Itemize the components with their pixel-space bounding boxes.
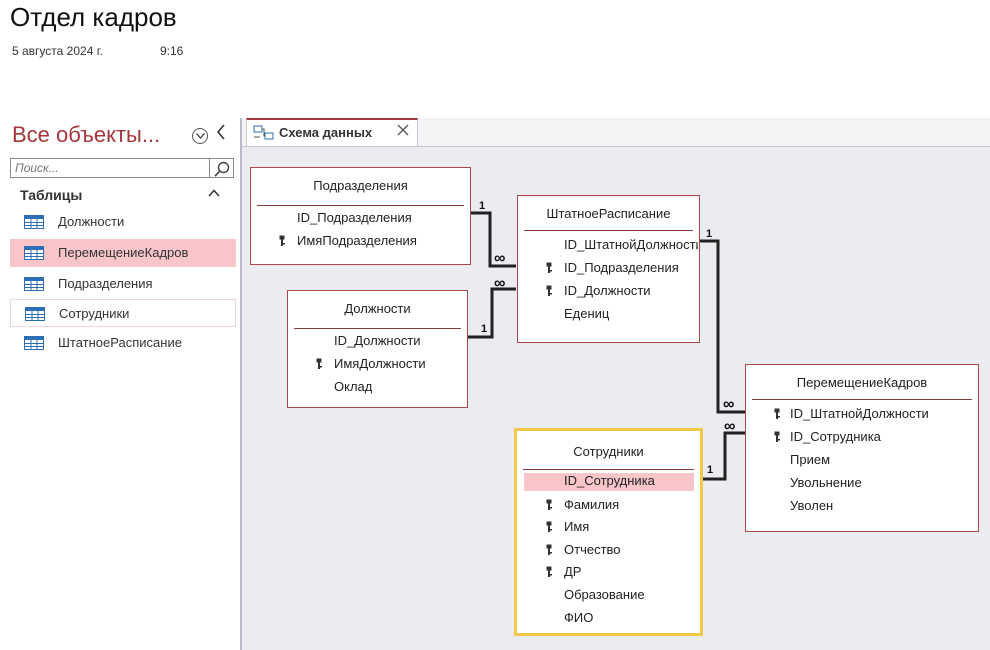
table-icon <box>24 277 44 291</box>
key-icon <box>546 566 552 577</box>
chevron-up-icon[interactable] <box>208 186 220 200</box>
field-row[interactable]: ID_Подразделения <box>297 210 412 225</box>
nav-search-button[interactable] <box>210 158 234 178</box>
nav-search-input[interactable] <box>10 158 210 178</box>
table-dolzhnosti[interactable]: Должности ID_Должности ИмяДолжности Окла… <box>287 290 468 408</box>
nav-item-label: ШтатноеРасписание <box>58 335 182 350</box>
nav-header[interactable]: Все объекты... <box>12 122 161 147</box>
field-row[interactable]: ДР <box>564 564 582 579</box>
key-icon <box>546 499 552 510</box>
nav-item-dolzhnosti[interactable]: Должности <box>10 208 236 236</box>
field-row[interactable]: Прием <box>790 452 831 467</box>
field-row-selected[interactable]: ID_Сотрудника <box>524 473 694 491</box>
key-icon <box>774 431 780 442</box>
document-title: Отдел кадров <box>10 2 177 32</box>
relationship-one-label: 1 <box>481 323 488 335</box>
field-row[interactable]: Фамилия <box>564 497 620 512</box>
field-row[interactable]: ФИО <box>564 610 594 625</box>
close-tab-button[interactable] <box>397 123 409 140</box>
nav-item-sotrudniki[interactable]: Сотрудники <box>10 299 236 327</box>
table-icon <box>24 246 44 260</box>
relationship-many-label: ∞ <box>494 250 506 267</box>
key-icon <box>279 235 285 246</box>
table-title: ШтатноеРасписание <box>546 206 671 221</box>
table-peremeshchenie[interactable]: ПеремещениеКадров ID_ШтатнойДолжности ID… <box>745 364 979 532</box>
table-icon <box>24 336 44 350</box>
nav-item-label: Сотрудники <box>59 306 130 321</box>
table-title-divider <box>524 230 693 231</box>
nav-menu-dropdown-button[interactable] <box>192 128 208 144</box>
table-icon <box>24 215 44 229</box>
table-icon <box>25 307 45 321</box>
key-icon <box>316 358 322 369</box>
close-icon <box>397 124 409 136</box>
field-row[interactable]: ID_Сотрудника <box>790 429 881 444</box>
key-icon <box>546 521 552 532</box>
nav-item-shtat[interactable]: ШтатноеРасписание <box>10 329 236 357</box>
key-icon <box>774 408 780 419</box>
nav-item-peremeshchenie[interactable]: ПеремещениеКадров <box>10 239 236 267</box>
table-title-divider <box>523 469 694 470</box>
nav-item-label: Должности <box>58 214 125 229</box>
field-row[interactable]: Увольнение <box>790 475 862 490</box>
field-row[interactable]: Оклад <box>334 379 373 394</box>
field-row[interactable]: ID_ШтатнойДолжности <box>564 237 698 252</box>
nav-item-label: ПеремещениеКадров <box>58 245 189 260</box>
relationship-one-label: 1 <box>706 228 713 240</box>
nav-group-tables[interactable]: Таблицы <box>20 187 83 203</box>
key-icon <box>546 285 552 296</box>
table-title-divider <box>294 328 461 329</box>
field-row[interactable]: Образование <box>564 587 645 602</box>
table-sotrudniki[interactable]: Сотрудники ID_Сотрудника Фамилия Имя Отч… <box>514 428 703 636</box>
relationship-many-label: ∞ <box>724 418 736 435</box>
document-time: 9:16 <box>160 44 184 58</box>
table-title: ПеремещениеКадров <box>796 375 928 390</box>
relationship-many-label: ∞ <box>494 275 506 292</box>
chevron-down-icon <box>196 133 205 139</box>
navigation-pane: Все объекты... Таблицы Должности Перемещ… <box>0 118 240 650</box>
nav-item-label: Подразделения <box>58 276 153 291</box>
search-icon <box>214 161 230 177</box>
table-title-divider <box>752 399 972 400</box>
key-icon <box>546 544 552 555</box>
field-row[interactable]: Уволен <box>790 498 834 513</box>
nav-item-podrazdeleniya[interactable]: Подразделения <box>10 270 236 298</box>
relationships-icon <box>253 125 274 140</box>
chevron-left-icon <box>216 124 225 140</box>
relationship-one-label: 1 <box>479 200 486 212</box>
relationship-many-label: ∞ <box>723 396 735 413</box>
table-podrazdeleniya[interactable]: Подразделения ID_Подразделения ИмяПодраз… <box>250 167 471 265</box>
field-row[interactable]: ID_ШтатнойДолжности <box>790 406 929 421</box>
nav-collapse-button[interactable] <box>216 124 226 145</box>
tab-label: Схема данных <box>279 125 373 140</box>
table-shtat[interactable]: ШтатноеРасписание ID_ШтатнойДолжности ID… <box>517 195 700 343</box>
field-row[interactable]: ИмяПодразделения <box>297 233 417 248</box>
field-row[interactable]: ИмяДолжности <box>334 356 426 371</box>
field-row[interactable]: ID_Должности <box>564 283 651 298</box>
table-title: Подразделения <box>313 178 408 193</box>
document-date: 5 августа 2024 г. <box>12 44 103 58</box>
table-title: Сотрудники <box>573 444 644 459</box>
document-tabstrip: Схема данных <box>242 118 990 146</box>
field-row[interactable]: ID_Должности <box>334 333 421 348</box>
field-row[interactable]: Имя <box>564 519 590 534</box>
table-title: Должности <box>344 301 411 316</box>
tab-relationships[interactable]: Схема данных <box>246 118 418 146</box>
field-row[interactable]: ID_Подразделения <box>564 260 679 275</box>
field-row[interactable]: Отчество <box>564 542 621 557</box>
key-icon <box>546 262 552 273</box>
field-row[interactable]: Едениц <box>564 306 610 321</box>
relationship-one-label: 1 <box>707 464 714 476</box>
table-title-divider <box>257 205 464 206</box>
